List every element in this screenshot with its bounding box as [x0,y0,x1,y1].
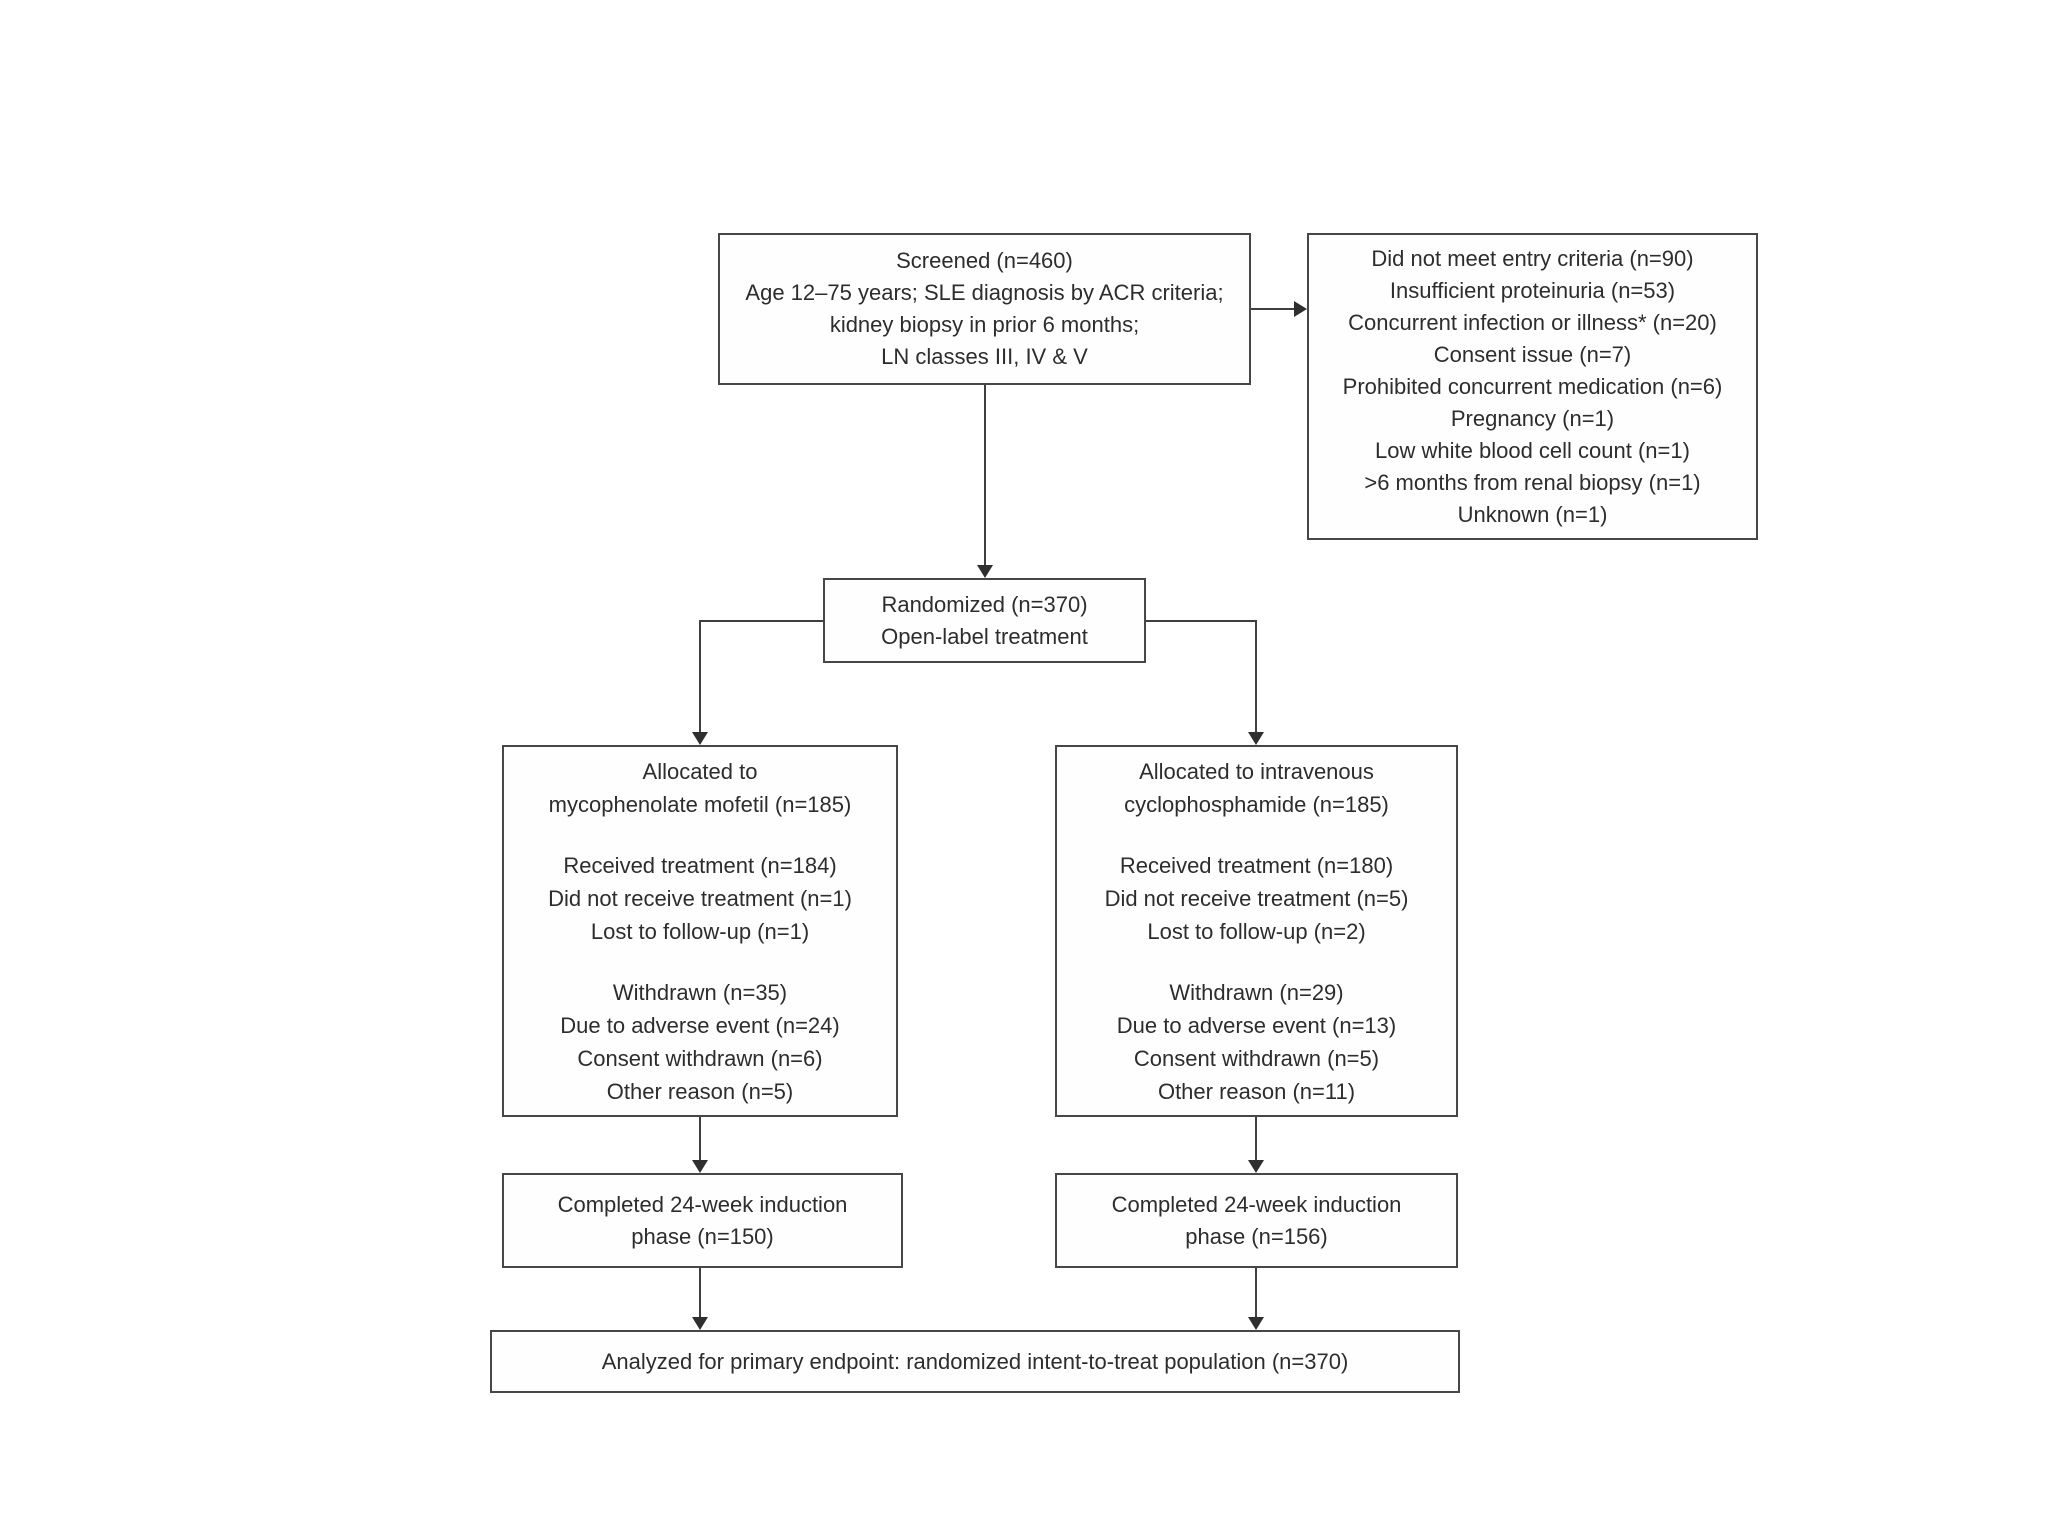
analysis-box: Analyzed for primary endpoint: randomize… [490,1330,1460,1393]
screened-criteria-3: LN classes III, IV & V [881,344,1088,369]
connector-screened-to-randomized [984,385,986,567]
cyc-completed-1: Completed 24-week induction [1111,1191,1402,1217]
connector-mmf-to-analysis [699,1268,701,1318]
exclusion-reason-2: Concurrent infection or illness* (n=20) [1348,309,1717,335]
mmf-not-received: Did not receive treatment (n=1) [548,885,852,911]
arrowhead-mmf-allocation [692,732,708,745]
screened-box: Screened (n=460) Age 12–75 years; SLE di… [718,233,1251,385]
connector-randomized-right-horizontal [1146,620,1256,622]
mmf-withdrawn-consent: Consent withdrawn (n=6) [577,1045,823,1071]
exclusion-reason-4: Prohibited concurrent medication (n=6) [1342,373,1723,399]
mmf-withdrawn: Withdrawn (n=35) [612,979,788,1005]
connector-cyc-to-analysis [1255,1268,1257,1318]
screened-criteria-1: Age 12–75 years; SLE diagnosis by ACR cr… [745,280,1224,305]
cyc-withdrawn-consent: Consent withdrawn (n=5) [1133,1045,1380,1071]
randomized-box: Randomized (n=370) Open-label treatment [823,578,1146,663]
connector-cyc-to-completion [1255,1117,1257,1161]
cyc-not-received: Did not receive treatment (n=5) [1104,885,1409,911]
connector-randomized-to-mmf [699,620,701,733]
mmf-alloc-title-2: mycophenolate mofetil (n=185) [548,791,852,817]
exclusion-box: Did not meet entry criteria (n=90) Insuf… [1307,233,1758,540]
mmf-allocation-box: Allocated to mycophenolate mofetil (n=18… [502,745,898,1117]
connector-screened-to-exclusion [1251,308,1297,310]
analysis-text: Analyzed for primary endpoint: randomize… [601,1348,1349,1374]
cyc-alloc-title-2: cyclophosphamide (n=185) [1124,791,1389,817]
randomized-subtitle: Open-label treatment [881,623,1088,649]
exclusion-reason-8: Unknown (n=1) [1457,501,1608,527]
mmf-lost-followup: Lost to follow-up (n=1) [590,918,810,944]
cyc-completed-2: phase (n=156) [1185,1223,1328,1249]
mmf-received: Received treatment (n=184) [563,852,837,878]
mmf-withdrawn-other: Other reason (n=5) [606,1078,794,1104]
cyc-completion-box: Completed 24-week induction phase (n=156… [1055,1173,1458,1268]
arrowhead-cyc-analysis [1248,1317,1264,1330]
cyc-withdrawn-other: Other reason (n=11) [1157,1078,1356,1104]
exclusion-title: Did not meet entry criteria (n=90) [1371,245,1694,271]
arrowhead-cyc-allocation [1248,732,1264,745]
arrowhead-randomized [977,565,993,578]
cyc-withdrawn-ae: Due to adverse event (n=13) [1116,1012,1397,1038]
cyc-lost-followup: Lost to follow-up (n=2) [1147,918,1366,944]
mmf-alloc-title-1: Allocated to [642,758,758,784]
randomized-title: Randomized (n=370) [881,591,1088,617]
exclusion-reason-3: Consent issue (n=7) [1433,341,1632,367]
connector-randomized-to-cyc [1255,620,1257,733]
screened-criteria-2: kidney biopsy in prior 6 months; [829,312,1140,337]
exclusion-reason-7: >6 months from renal biopsy (n=1) [1364,469,1701,495]
arrowhead-mmf-completion [692,1160,708,1173]
arrowhead-exclusion [1294,301,1307,317]
cyc-allocation-box: Allocated to intravenous cyclophosphamid… [1055,745,1458,1117]
exclusion-reason-1: Insufficient proteinuria (n=53) [1389,277,1676,303]
connector-randomized-left-horizontal [700,620,823,622]
exclusion-reason-5: Pregnancy (n=1) [1450,405,1615,431]
mmf-completed-1: Completed 24-week induction [557,1191,848,1217]
mmf-withdrawn-ae: Due to adverse event (n=24) [560,1012,840,1038]
mmf-completed-2: phase (n=150) [631,1223,774,1249]
exclusion-reason-6: Low white blood cell count (n=1) [1375,437,1690,463]
screened-title: Screened (n=460) [896,248,1073,273]
cyc-received: Received treatment (n=180) [1119,852,1394,878]
cyc-alloc-title-1: Allocated to intravenous [1139,758,1374,784]
arrowhead-cyc-completion [1248,1160,1264,1173]
mmf-completion-box: Completed 24-week induction phase (n=150… [502,1173,903,1268]
connector-mmf-to-completion [699,1117,701,1161]
cyc-withdrawn: Withdrawn (n=29) [1169,979,1344,1005]
arrowhead-mmf-analysis [692,1317,708,1330]
